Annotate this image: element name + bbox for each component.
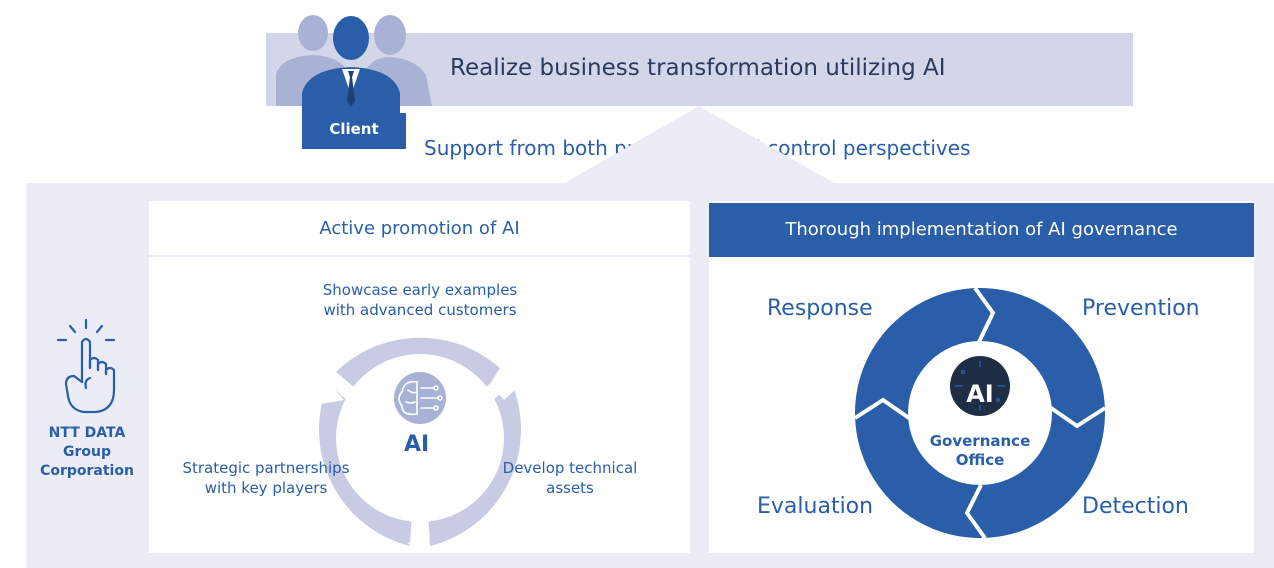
governance-office-label: Governance Office (910, 432, 1050, 470)
promotion-right-line1: Develop technical (502, 459, 638, 477)
governance-ai-mark: AI (966, 380, 994, 408)
promotion-top-label: Showcase early examples with advanced cu… (292, 280, 548, 320)
provider-name-line3: Corporation (40, 463, 134, 479)
promotion-center-label: AI (404, 432, 430, 457)
promotion-left-label: Strategic partnerships with key players (156, 458, 376, 498)
promotion-top-line2: with advanced customers (323, 301, 517, 319)
promotion-cycle (319, 337, 526, 548)
promotion-left-line2: with key players (204, 479, 328, 497)
provider-name-line2: Group (62, 444, 111, 460)
governance-cycle (855, 288, 1105, 538)
governance-office-line1: Governance (929, 432, 1031, 450)
pointing-hand-icon (56, 318, 116, 414)
outer-peak (563, 106, 836, 184)
promotion-left-line1: Strategic partnerships (182, 459, 350, 477)
governance-detection: Detection (1082, 494, 1189, 519)
promotion-top-line1: Showcase early examples (322, 281, 518, 299)
provider-name: NTT DATA Group Corporation (22, 424, 152, 481)
promotion-right-line2: assets (546, 479, 594, 497)
provider-name-line1: NTT DATA (48, 425, 126, 441)
governance-response: Response (767, 296, 873, 321)
promotion-title: Active promotion of AI (149, 201, 690, 257)
banner-text: Realize business transformation utilizin… (450, 55, 946, 81)
governance-evaluation: Evaluation (757, 494, 874, 519)
governance-office-line2: Office (955, 451, 1005, 469)
governance-prevention: Prevention (1082, 296, 1200, 321)
client-label: Client (302, 113, 406, 149)
governance-title: Thorough implementation of AI governance (709, 203, 1254, 257)
promotion-right-label: Develop technical assets (480, 458, 660, 498)
